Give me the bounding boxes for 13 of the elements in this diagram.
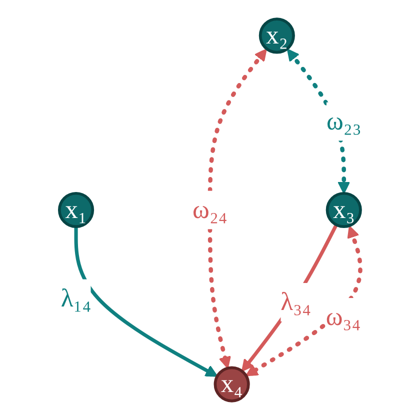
arrow <box>207 48 267 369</box>
node-circle: x₃ <box>325 192 362 228</box>
edge-label: λ₁₄ <box>60 283 91 312</box>
arrow <box>241 224 338 372</box>
edge-label: ω₂₄ <box>192 195 228 224</box>
edge-label: ω₃₄ <box>325 302 360 331</box>
edge-label: λ₃₄ <box>280 287 311 316</box>
node-circle: x₂ <box>258 18 295 54</box>
arrow <box>245 226 362 376</box>
arrow <box>74 226 218 377</box>
edge-label: ω₂₃ <box>326 106 361 136</box>
node-circle: x₁ <box>58 192 94 228</box>
node-circle: x₄ <box>213 366 250 402</box>
